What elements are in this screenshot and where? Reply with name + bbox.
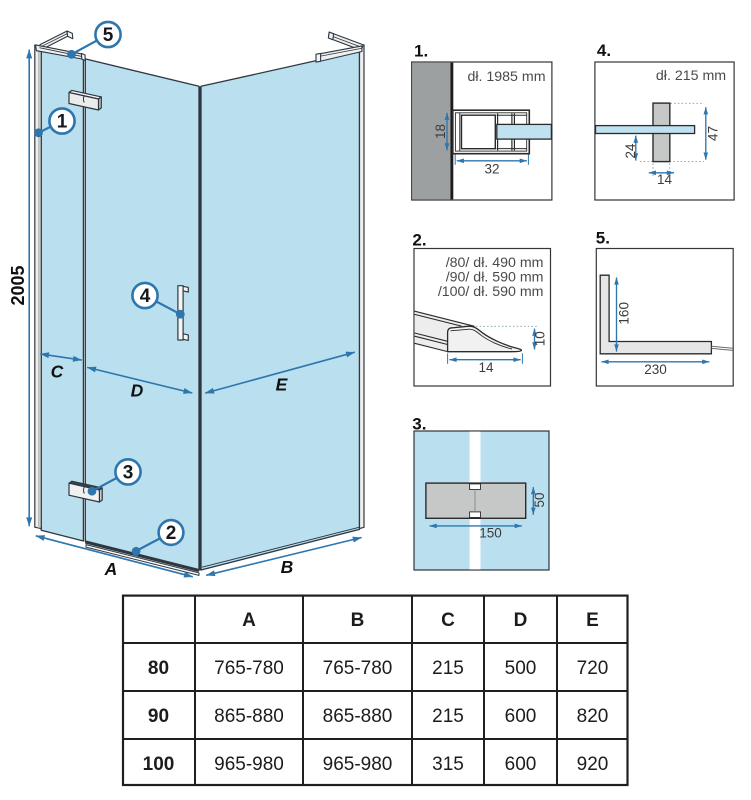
- svg-text:/80/ dł. 490 mm: /80/ dł. 490 mm: [446, 255, 544, 271]
- svg-text:47: 47: [705, 126, 720, 141]
- svg-text:18: 18: [433, 124, 448, 139]
- svg-text:4.: 4.: [597, 41, 611, 60]
- svg-text:865-880: 865-880: [323, 706, 393, 727]
- svg-text:50: 50: [532, 492, 547, 507]
- svg-text:C: C: [51, 362, 64, 382]
- svg-text:230: 230: [644, 362, 667, 377]
- svg-text:820: 820: [577, 706, 609, 727]
- svg-text:A: A: [104, 559, 118, 579]
- svg-text:A: A: [242, 610, 256, 631]
- svg-text:D: D: [131, 381, 144, 401]
- svg-text:100: 100: [143, 754, 175, 775]
- svg-text:10: 10: [533, 331, 548, 346]
- svg-text:E: E: [586, 610, 599, 631]
- svg-text:720: 720: [577, 658, 609, 679]
- svg-text:/100/ dł. 590 mm: /100/ dł. 590 mm: [438, 284, 544, 300]
- svg-text:2: 2: [166, 523, 177, 544]
- svg-text:865-880: 865-880: [214, 706, 284, 727]
- svg-text:5.: 5.: [596, 228, 610, 247]
- svg-text:765-780: 765-780: [323, 658, 393, 679]
- svg-text:C: C: [441, 610, 455, 631]
- svg-text:3.: 3.: [412, 415, 426, 434]
- svg-text:24: 24: [623, 143, 638, 159]
- svg-text:4: 4: [140, 286, 151, 307]
- svg-text:14: 14: [478, 360, 494, 375]
- svg-text:D: D: [514, 610, 528, 631]
- svg-text:500: 500: [505, 658, 537, 679]
- svg-text:215: 215: [432, 706, 464, 727]
- svg-text:1.: 1.: [414, 42, 428, 61]
- svg-text:B: B: [281, 557, 294, 577]
- svg-text:160: 160: [617, 302, 632, 325]
- svg-text:600: 600: [505, 754, 537, 775]
- svg-text:2.: 2.: [412, 230, 426, 249]
- svg-text:315: 315: [432, 754, 464, 775]
- svg-text:600: 600: [505, 706, 537, 727]
- svg-text:5: 5: [103, 25, 114, 46]
- svg-text:215: 215: [432, 658, 464, 679]
- svg-text:1: 1: [57, 112, 68, 133]
- svg-text:/90/ dł. 590 mm: /90/ dł. 590 mm: [446, 270, 544, 286]
- svg-text:B: B: [351, 610, 365, 631]
- svg-text:90: 90: [148, 706, 169, 727]
- svg-text:dł. 1985 mm: dł. 1985 mm: [467, 69, 545, 85]
- svg-text:150: 150: [479, 526, 502, 541]
- svg-text:965-980: 965-980: [214, 754, 284, 775]
- svg-text:32: 32: [484, 162, 499, 177]
- svg-text:E: E: [276, 375, 289, 395]
- svg-text:965-980: 965-980: [323, 754, 393, 775]
- svg-text:80: 80: [148, 658, 169, 679]
- svg-text:2005: 2005: [8, 265, 28, 305]
- svg-text:765-780: 765-780: [214, 658, 284, 679]
- svg-text:3: 3: [123, 462, 134, 483]
- svg-text:14: 14: [657, 172, 673, 187]
- svg-text:920: 920: [577, 754, 609, 775]
- svg-text:dł. 215 mm: dł. 215 mm: [656, 68, 726, 84]
